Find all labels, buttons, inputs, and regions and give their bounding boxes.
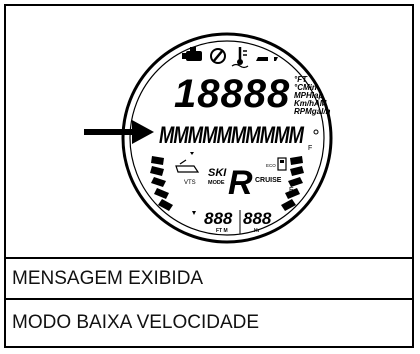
table-row-mode: MODO BAIXA VELOCIDADE xyxy=(6,302,412,343)
unit-line-2: °CMin xyxy=(294,83,317,92)
low-speed-mode-label: MODO BAIXA VELOCIDADE xyxy=(12,311,260,333)
pointer-arrow xyxy=(84,120,154,144)
message-segments: MMMMMMMMMM xyxy=(159,122,305,149)
unit-line-1: °FT xyxy=(294,75,308,84)
message-dot xyxy=(313,129,319,135)
left-digits: 888 xyxy=(204,209,233,228)
units-column: °FT °CMin MPHlap Km/hAM RPMgal/h xyxy=(294,75,331,116)
message-display: MMMMMMMMMM xyxy=(158,121,319,149)
ski-label: SKI xyxy=(208,167,227,179)
eco-label: ECO xyxy=(266,163,276,168)
unit-line-5: RPMgal/h xyxy=(294,107,331,116)
gear-char: R xyxy=(228,164,253,202)
main-digits: 18888 xyxy=(174,72,290,116)
vts-label: VTS xyxy=(184,180,196,186)
fuel-empty-label: E xyxy=(289,187,294,194)
gauge-figure: 18888 °FT °CMin MPHlap Km/hAM RPMgal/h M… xyxy=(6,6,412,259)
cruise-label: CRUISE xyxy=(255,177,282,184)
temperature-icon xyxy=(231,47,249,69)
indicator-triangle-bottom xyxy=(192,211,196,215)
wrench-icon xyxy=(210,48,226,64)
fuel-pump-icon xyxy=(277,157,287,171)
left-unit: FT M xyxy=(216,228,228,234)
mode-label: MODE xyxy=(208,180,225,186)
boat-icon xyxy=(175,159,200,173)
indicator-triangle-left xyxy=(190,152,194,155)
battery-icon xyxy=(256,57,278,61)
message-displayed-label: MENSAGEM EXIBIDA xyxy=(12,267,204,289)
table-row-message: MENSAGEM EXIBIDA xyxy=(6,259,412,300)
figure-frame: 18888 °FT °CMin MPHlap Km/hAM RPMgal/h M… xyxy=(4,4,414,348)
left-bargraph xyxy=(150,156,173,211)
right-unit: Hr xyxy=(254,228,260,234)
gauge-inner-ring xyxy=(129,40,325,236)
right-bargraph xyxy=(281,156,304,211)
gauge-illustration: 18888 °FT °CMin MPHlap Km/hAM RPMgal/h M… xyxy=(84,32,333,244)
unit-line-3: MPHlap xyxy=(294,91,323,100)
right-digits: 888 xyxy=(243,209,272,228)
unit-line-4: Km/hAM xyxy=(294,99,327,108)
fuel-full-label: F xyxy=(308,145,312,152)
engine-icon xyxy=(182,47,202,61)
